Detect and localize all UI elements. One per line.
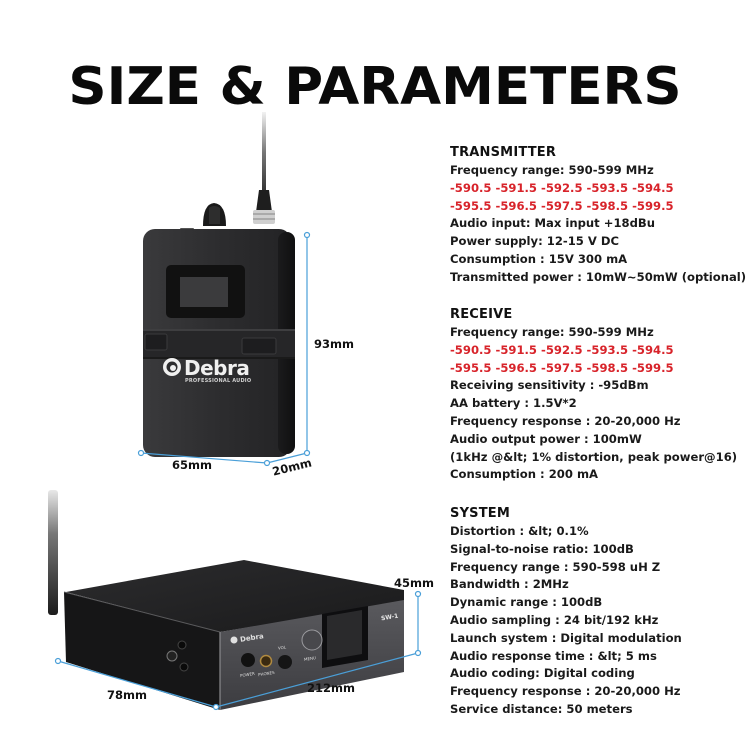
receiver-dimension-lines bbox=[54, 590, 422, 711]
bodypack-brand-logo: Debra bbox=[184, 356, 250, 380]
spec-line: Launch system : Digital modulation bbox=[450, 630, 682, 645]
system-specs: SYSTEM Distortion : &lt; 0.1% Signal-to-… bbox=[450, 504, 682, 719]
transmitter-specs: TRANSMITTER Frequency range: 590-599 MHz… bbox=[450, 143, 746, 287]
spec-line: Bandwidth : 2MHz bbox=[450, 577, 569, 592]
spec-line: Audio coding: Digital coding bbox=[450, 666, 635, 681]
spec-line: Frequency range: 590-599 MHz bbox=[450, 163, 654, 177]
spec-line: Frequency response : 20-20,000 Hz bbox=[450, 413, 681, 428]
receiver-depth-label: 78mm bbox=[107, 688, 147, 702]
spec-line: Frequency range : 590-598 uH Z bbox=[450, 559, 661, 574]
spec-line: Distortion : &lt; 0.1% bbox=[450, 524, 589, 538]
spec-line: Transmitted power : 10mW~50mW (optional) bbox=[450, 269, 747, 284]
spec-line: Audio sampling : 24 bit/192 kHz bbox=[450, 612, 659, 627]
receive-specs: RECEIVE Frequency range: 590-599 MHz -59… bbox=[450, 305, 737, 484]
spec-line: Consumption : 15V 300 mA bbox=[450, 251, 628, 266]
spec-line: Power supply: 12-15 V DC bbox=[450, 234, 620, 249]
channel-list: -590.5 -591.5 -592.5 -593.5 -594.5 bbox=[450, 180, 674, 195]
page-title: SIZE & PARAMETERS bbox=[68, 57, 682, 117]
spec-line: Signal-to-noise ratio: 100dB bbox=[450, 541, 634, 556]
spec-line: Frequency response : 20-20,000 Hz bbox=[450, 684, 681, 699]
system-heading: SYSTEM bbox=[450, 506, 511, 521]
spec-line: Audio input: Max input +18dBu bbox=[450, 216, 655, 231]
spec-line: Frequency range: 590-599 MHz bbox=[450, 325, 654, 339]
channel-list: -595.5 -596.5 -597.5 -598.5 -599.5 bbox=[450, 360, 674, 375]
spec-line: Audio response time : &lt; 5 ms bbox=[450, 648, 657, 663]
receiver-antenna bbox=[48, 490, 58, 615]
spec-line: Audio output power : 100mW bbox=[450, 431, 642, 446]
receiver-height-label: 45mm bbox=[394, 576, 434, 590]
transmitter-heading: TRANSMITTER bbox=[450, 145, 557, 160]
spec-line: (1kHz @&lt; 1% distortion, peak power@16… bbox=[450, 449, 738, 464]
bodypack-dimension-lines bbox=[137, 231, 311, 467]
spec-line: AA battery : 1.5V*2 bbox=[450, 396, 577, 411]
bodypack-width-label: 65mm bbox=[172, 458, 212, 472]
spec-line: Service distance: 50 meters bbox=[450, 701, 633, 716]
bodypack-device bbox=[143, 112, 295, 457]
receiver-device bbox=[48, 490, 404, 710]
channel-list: -590.5 -591.5 -592.5 -593.5 -594.5 bbox=[450, 342, 674, 357]
spec-line: Dynamic range : 100dB bbox=[450, 595, 603, 610]
spec-line: Receiving sensitivity : -95dBm bbox=[450, 378, 649, 393]
receive-heading: RECEIVE bbox=[450, 307, 513, 322]
receiver-width-label: 212mm bbox=[307, 681, 355, 695]
spec-line: Consumption : 200 mA bbox=[450, 467, 598, 482]
bodypack-brand-subtitle: PROFESSIONAL AUDIO bbox=[185, 378, 252, 384]
antenna-whip bbox=[262, 112, 266, 192]
bodypack-height-label: 93mm bbox=[314, 337, 354, 351]
channel-list: -595.5 -596.5 -597.5 -598.5 -599.5 bbox=[450, 198, 674, 213]
